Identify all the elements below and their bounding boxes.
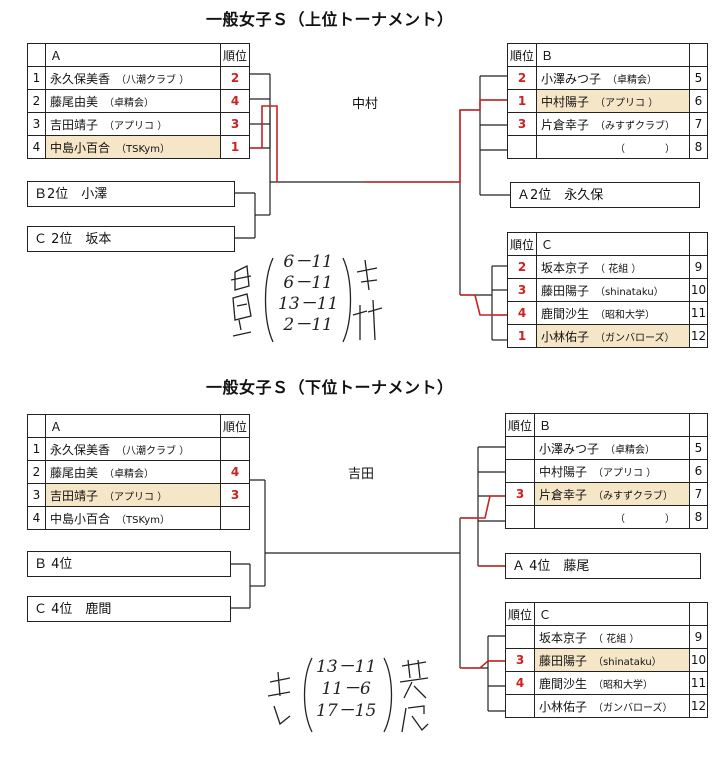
group-label: Ａ xyxy=(45,414,221,438)
lower-box-c4: Ｃ 4位 鹿間 xyxy=(27,596,231,622)
lower-box-b4: Ｂ 4位 xyxy=(27,551,231,577)
rank-header: 順位 xyxy=(220,414,250,438)
table-row: 坂本京子（ 花組 ）9 xyxy=(505,625,708,649)
table-row: 小澤みつ子（卓精会）5 xyxy=(505,436,708,460)
upper-box-b2: Ｂ2位 小澤 xyxy=(27,181,235,207)
upper-handwritten-scores: 6－11 6－11 13－11 2－11 xyxy=(278,252,339,335)
rank-header: 順位 xyxy=(507,232,537,256)
lower-handwritten-marks xyxy=(267,657,429,733)
group-label: Ｃ xyxy=(536,232,690,256)
lower-box-a4: Ａ 4位 藤尾 xyxy=(505,553,701,579)
table-row: 小林佑子（ガンバローズ）12 xyxy=(505,694,708,718)
lower-handwritten-scores: 13－11 11－6 17－15 xyxy=(316,657,377,721)
group-label: Ｃ xyxy=(534,602,690,626)
upper-box-a2: Ａ2位 永久保 xyxy=(510,182,700,208)
upper-title: 一般女子Ｓ（上位トーナメント） xyxy=(206,10,454,29)
group-label: Ｂ xyxy=(534,413,690,437)
upper-venue: 中村 xyxy=(352,97,379,112)
group-label: Ａ xyxy=(45,43,221,67)
rank-header: 順位 xyxy=(505,413,535,437)
table-row: 中村陽子（アプリコ ）6 xyxy=(505,459,708,483)
upper-handwritten-marks xyxy=(230,257,383,343)
group-label: Ｂ xyxy=(536,43,690,67)
rank-header: 順位 xyxy=(507,43,537,67)
rank-header: 順位 xyxy=(220,43,250,67)
table-row: （ ）8 xyxy=(505,505,708,529)
lower-venue: 吉田 xyxy=(348,467,375,482)
upper-box-c2: Ｃ 2位 坂本 xyxy=(27,226,235,252)
rank-header: 順位 xyxy=(505,602,535,626)
lower-title: 一般女子Ｓ（下位トーナメント） xyxy=(206,378,454,397)
table-row: （ ）8 xyxy=(507,135,708,159)
